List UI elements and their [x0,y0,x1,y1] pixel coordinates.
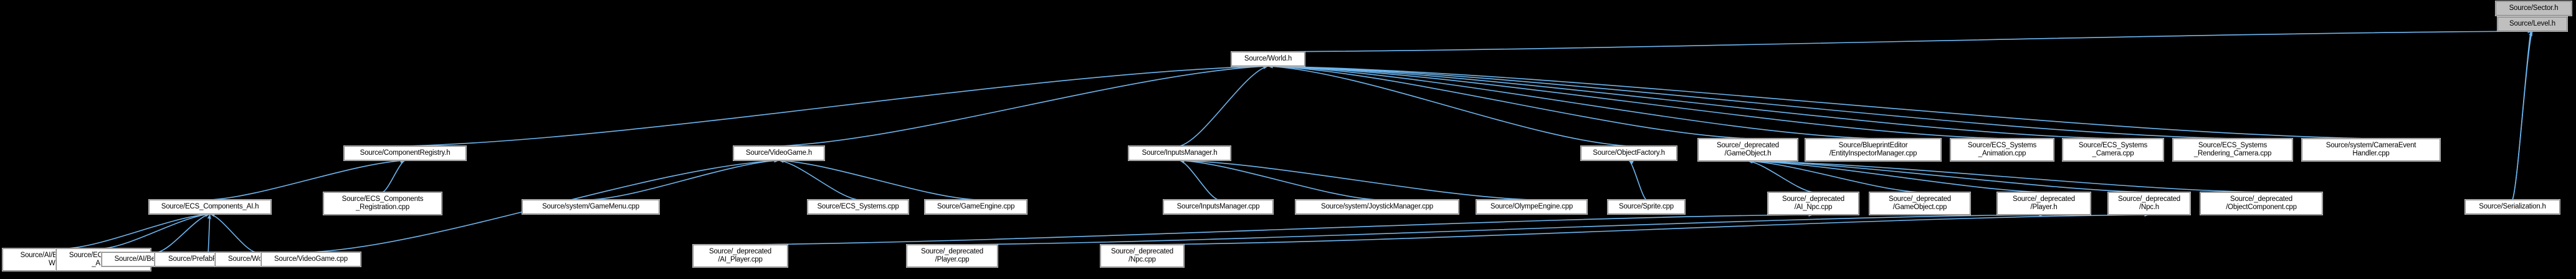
graph-node-inputsmanager_cpp[interactable]: Source/InputsManager.cpp [1163,199,1274,215]
graph-node-sector[interactable]: Source/Sector.h [2495,1,2572,16]
edge-componentregistry-to-world_h [404,64,1269,147]
graph-node-sprite_cpp[interactable]: Source/Sprite.cpp [1607,199,1686,215]
edge-dep_player_cpp-to-dep_player_h [952,213,2044,245]
graph-node-gamemenu_cpp[interactable]: Source/system/GameMenu.cpp [522,199,660,215]
graph-node-blueprinteditor[interactable]: Source/BlueprintEditor /EntityInspectorM… [1805,138,1942,162]
graph-node-dep_npc_h[interactable]: Source/_deprecated /Npc.h [2107,192,2191,215]
edge-videogame_h-to-world_h [778,64,1269,147]
graph-node-world_h[interactable]: Source/World.h [1231,51,1305,67]
graph-node-dep_gameobject_cpp[interactable]: Source/_deprecated /GameObject.cpp [1869,192,1971,215]
graph-node-dep_player_cpp[interactable]: Source/_deprecated /Player.cpp [906,244,998,268]
graph-node-dep_gameobject_h[interactable]: Source/_deprecated /GameObject.h [1697,138,1798,162]
edge-objectfactory_h-to-world_h [1267,64,1629,147]
edge-dep_ai_player_cpp-to-dep_ai_npc_cpp [740,213,1814,245]
edge-ecs_render_cam-to-world_h [1267,64,2233,139]
edge-serialization_h-to-sector [2512,15,2534,200]
edge-inputsmanager_h-to-world_h [1179,65,1269,147]
graph-node-videogame_cpp[interactable]: Source/VideoGame.cpp [260,252,361,267]
edge-olympe_cpp-to-inputsmanager_h [1179,159,1532,200]
edge-ecs_anim-to-world_h [1267,64,2003,139]
edge-dep_objectcomp-to-dep_gameobject_h [1747,159,2262,193]
edge-dep_ai_npc_cpp-to-dep_gameobject_h [1747,160,1814,193]
graph-node-dep_player_h[interactable]: Source/_deprecated /Player.h [1996,192,2091,215]
edge-camera_event_h-to-world_h [1267,64,2372,139]
edge-dep_gameobject_cpp-to-dep_gameobject_h [1747,159,1920,193]
graph-node-inputsmanager_h[interactable]: Source/InputsManager.h [1128,145,1231,161]
edge-dep_npc_cpp-to-dep_npc_h [1142,213,2150,245]
graph-node-videogame_h[interactable]: Source/VideoGame.h [733,145,825,161]
edge-blueprinteditor-to-world_h [1267,64,1874,139]
graph-node-serialization_h[interactable]: Source/Serialization.h [2464,199,2560,215]
edge-gamemenu_cpp-to-videogame_h [590,159,780,200]
graph-node-gameengine_cpp[interactable]: Source/GameEngine.cpp [924,199,1028,215]
edge-joystickmanager-to-inputsmanager_h [1179,159,1378,200]
graph-node-ecs_systems_cpp[interactable]: Source/ECS_Systems.cpp [807,199,909,215]
graph-node-joystickmanager[interactable]: Source/system/JoystickManager.cpp [1295,199,1459,215]
edge-ecs_camera-to-world_h [1267,64,2114,139]
graph-node-dep_ai_npc_cpp[interactable]: Source/_deprecated /AI_Npc.cpp [1767,192,1859,215]
edge-btdebugwindow-to-ecs_comp_ai_h [67,212,211,249]
graph-node-ecs_comp_ai_h[interactable]: Source/ECS_Components_AI.h [148,199,272,215]
edge-sprite_cpp-to-objectfactory_h [1628,160,1647,200]
graph-node-camera_event_h[interactable]: Source/system/CameraEvent Handler.cpp [2301,138,2441,162]
graph-node-ecs_comp_reg_cpp[interactable]: Source/ECS_Components _Registration.cpp [323,192,442,215]
graph-node-level[interactable]: Source/Level.h [2497,16,2568,32]
edge-gameengine_cpp-to-videogame_h [778,159,976,200]
graph-node-ecs_camera[interactable]: Source/ECS_Systems _Camera.cpp [2062,138,2164,162]
edge-ecs_comp_reg_cpp-to-componentregistry [382,160,406,193]
edge-inputsmanager_cpp-to-inputsmanager_h [1179,160,1219,200]
graph-node-dep_npc_cpp[interactable]: Source/_deprecated /Npc.cpp [1100,244,1185,268]
edge-dep_player_h-to-dep_gameobject_h [1747,159,2044,193]
edge-ecs_sys_ai_cpp-to-ecs_comp_ai_h [103,212,211,249]
graph-node-objectfactory_h[interactable]: Source/ObjectFactory.h [1580,145,1677,161]
graph-node-componentregistry[interactable]: Source/ComponentRegistry.h [343,145,467,161]
edge-world_cpp-to-ecs_comp_ai_h [209,213,256,253]
graph-node-olympe_cpp[interactable]: Source/OlympeEngine.cpp [1476,199,1588,215]
edge-behaviortree_cpp-to-ecs_comp_ai_h [157,213,211,253]
edge-world_h-to-level [1267,29,2533,52]
graph-node-dep_ai_player_cpp[interactable]: Source/_deprecated /AI_Player.cpp [692,244,788,268]
graph-node-ecs_anim[interactable]: Source/ECS_Systems _Animation.cpp [1950,138,2054,162]
edge-ecs_systems_cpp-to-videogame_h [778,159,859,200]
edge-prefabfactory_cpp-to-ecs_comp_ai_h [207,213,211,253]
edge-dep_npc_h-to-dep_gameobject_h [1747,159,2150,193]
graph-node-ecs_render_cam[interactable]: Source/ECS_Systems _Rendering_Camera.cpp [2172,138,2293,162]
graph-node-dep_objectcomp[interactable]: Source/_deprecated /ObjectComponent.cpp [2200,192,2323,215]
edge-dep_gameobject_h-to-world_h [1267,64,1748,139]
edge-serialization_h-to-level [2512,31,2533,200]
